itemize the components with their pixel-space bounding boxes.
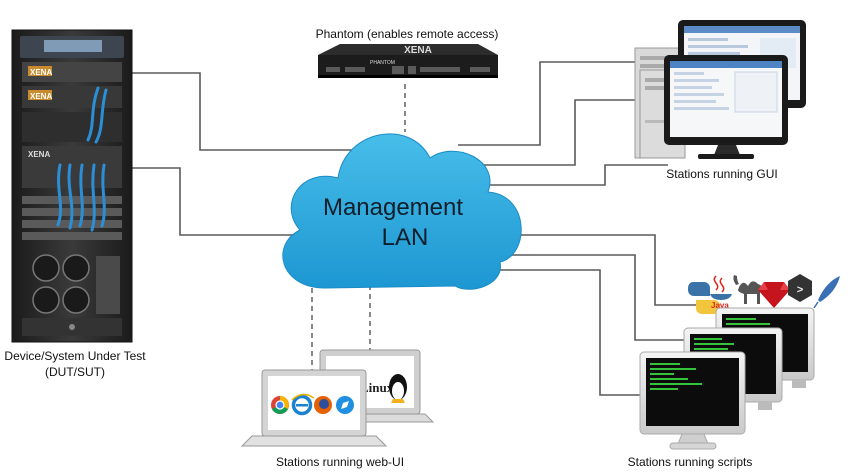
feather-icon: [813, 276, 840, 309]
cloud-title-line2: LAN: [382, 224, 429, 251]
desktop-computer-icon: [639, 351, 746, 450]
line-gui-1: [458, 61, 668, 146]
phantom-device-text: PHANTOM: [370, 60, 395, 66]
cloud-title-line1: Management: [323, 194, 463, 221]
phantom-chassis-icon: XENA PHANTOM: [318, 44, 498, 78]
dut-label-line1: Device/System Under Test: [4, 349, 146, 363]
tux-icon: [389, 374, 407, 403]
java-text: Java: [711, 301, 729, 310]
management-lan-cloud: Management LAN: [282, 133, 522, 290]
ie-icon: [291, 393, 315, 416]
line-dut-bottom: [128, 167, 300, 236]
dut-label-line2: (DUT/SUT): [45, 365, 105, 379]
dashed-lines: [311, 84, 406, 372]
ruby-icon: [758, 282, 790, 308]
chrome-icon: [271, 396, 289, 414]
python-icon: [687, 282, 720, 314]
terminal-icon: >: [788, 274, 812, 302]
linux-text: Linux: [360, 380, 394, 395]
connection-lines: [128, 61, 720, 396]
scripts-label: Stations running scripts: [628, 455, 753, 469]
gui-label: Stations running GUI: [666, 167, 777, 181]
line-gui-3: [488, 164, 668, 186]
rack-icon: XENA XENA XENA: [11, 29, 133, 343]
line-gui-2: [472, 99, 668, 166]
line-scripts-1: [505, 234, 720, 306]
rack-fans: [32, 254, 90, 314]
dut-brand-1: XENA: [30, 68, 52, 77]
phantom-brand: XENA: [404, 45, 432, 56]
camel-icon: [733, 275, 763, 304]
webui-label: Stations running web-UI: [276, 455, 404, 469]
svg-text:>: >: [797, 285, 804, 297]
rack-cables: [56, 86, 108, 232]
phantom-label: Phantom (enables remote access): [316, 27, 499, 41]
safari-icon: [336, 396, 354, 414]
firefox-icon: [314, 396, 332, 414]
line-dut-top: [128, 72, 368, 151]
dut-brand-2: XENA: [30, 92, 52, 101]
dut-brand-3: XENA: [28, 150, 50, 159]
laptop-icon: [240, 369, 388, 447]
line-scripts-2: [508, 254, 690, 341]
desktop-computer-icon: [639, 55, 788, 159]
java-icon: Java: [710, 275, 732, 310]
line-scripts-3: [498, 269, 648, 396]
